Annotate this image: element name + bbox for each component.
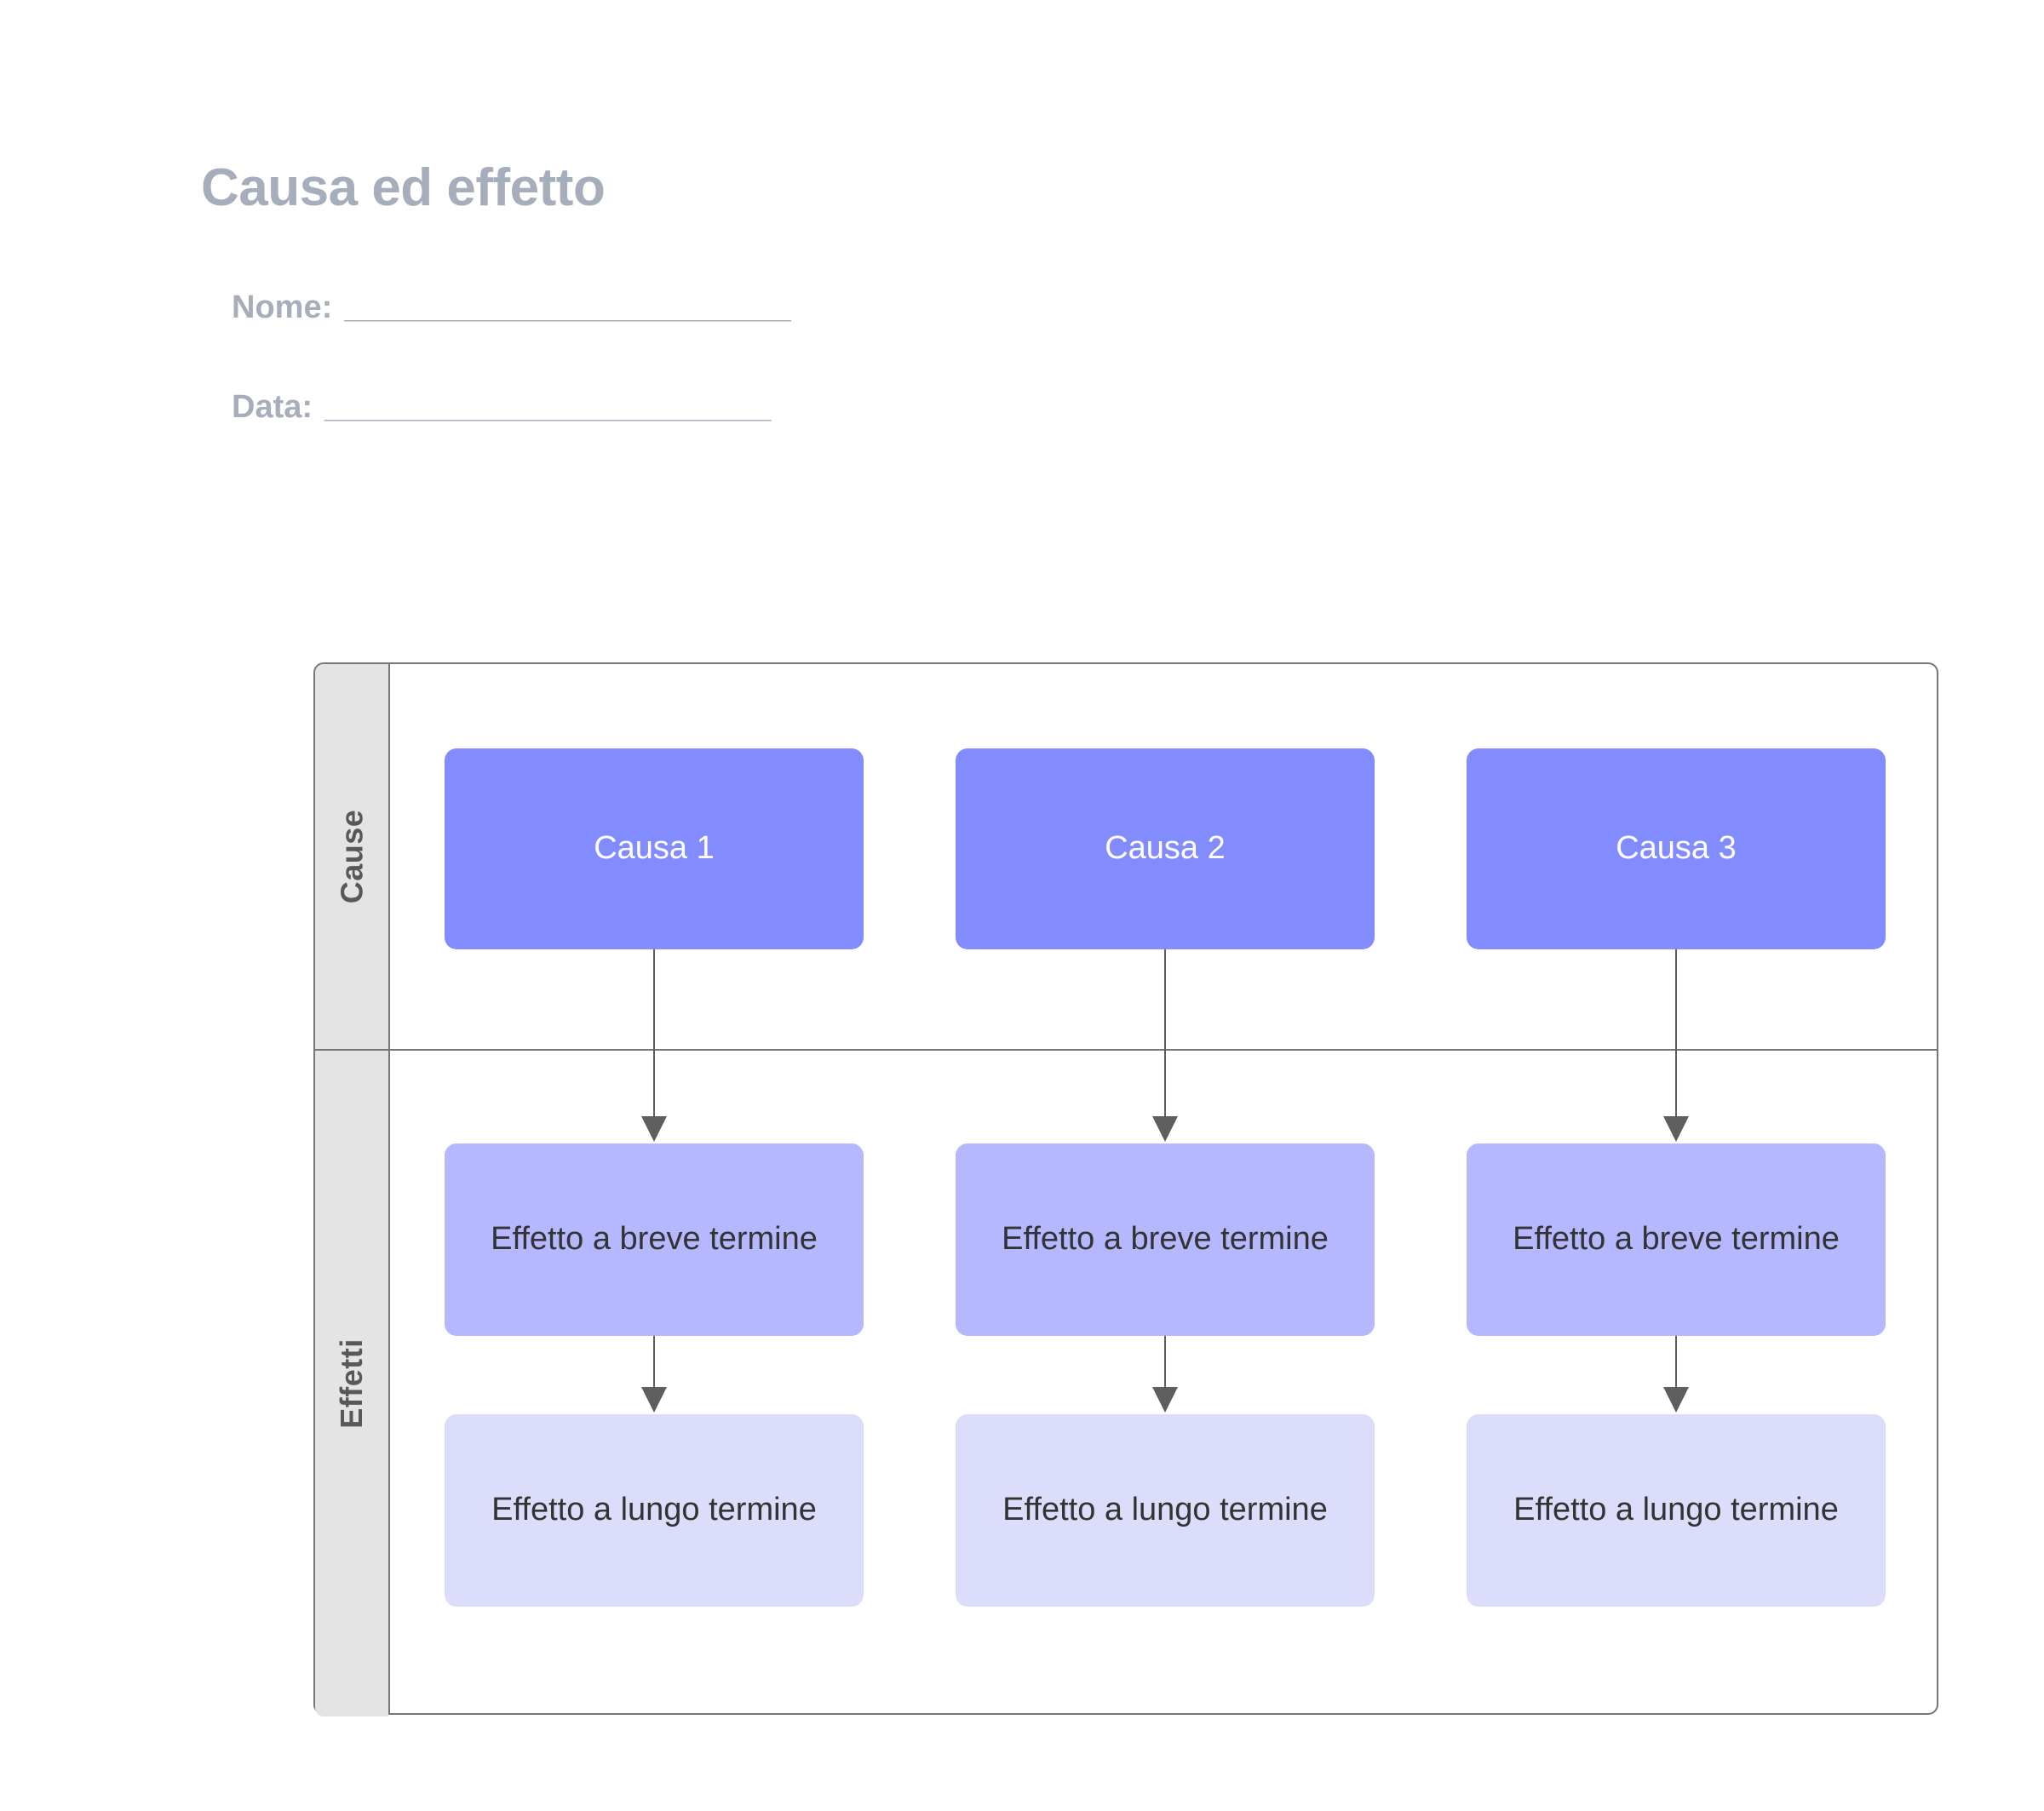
connector-cause-to-short-2 [1164, 949, 1166, 1116]
connector-cause-to-short-1 [653, 949, 655, 1116]
long-term-effect-box-3[interactable]: Effetto a lungo termine [1467, 1414, 1886, 1607]
connector-short-to-long-2 [1164, 1336, 1166, 1387]
node-area: Causa 1 Effetto a breve termine Effetto … [390, 664, 1937, 1713]
name-field-row: Nome: __________________________ [232, 289, 791, 326]
diagram-column-1: Causa 1 Effetto a breve termine Effetto … [445, 664, 864, 1713]
diagram-column-3: Causa 3 Effetto a breve termine Effetto … [1467, 664, 1886, 1713]
row-divider [315, 1049, 1937, 1051]
arrowhead-short-to-long-3 [1663, 1387, 1689, 1413]
name-field-underline[interactable]: __________________________ [344, 289, 790, 325]
short-term-effect-box-3[interactable]: Effetto a breve termine [1467, 1143, 1886, 1336]
connector-short-to-long-1 [653, 1336, 655, 1387]
long-term-effect-box-1[interactable]: Effetto a lungo termine [445, 1414, 864, 1607]
arrowhead-short-to-long-2 [1152, 1387, 1178, 1413]
row-label-causes: Cause [315, 664, 388, 1049]
row-label-effects-text: Effetti [334, 1338, 369, 1429]
diagram-column-2: Causa 2 Effetto a breve termine Effetto … [956, 664, 1375, 1713]
worksheet-title: Causa ed effetto [201, 158, 606, 217]
connector-cause-to-short-3 [1675, 949, 1677, 1116]
name-field-label: Nome: [232, 289, 333, 325]
connector-short-to-long-3 [1675, 1336, 1677, 1387]
row-label-causes-text: Cause [334, 809, 369, 904]
cause-box-3[interactable]: Causa 3 [1467, 748, 1886, 949]
cause-box-2[interactable]: Causa 2 [956, 748, 1375, 949]
cause-box-1[interactable]: Causa 1 [445, 748, 864, 949]
row-label-effects: Effetti [315, 1051, 388, 1716]
arrowhead-cause-to-short-1 [641, 1116, 667, 1142]
date-field-row: Data: __________________________ [232, 389, 772, 426]
date-field-underline[interactable]: __________________________ [324, 389, 771, 425]
short-term-effect-box-1[interactable]: Effetto a breve termine [445, 1143, 864, 1336]
cause-effect-diagram: Cause Effetti Causa 1 Effetto a breve te… [313, 662, 1938, 1716]
arrowhead-short-to-long-1 [641, 1387, 667, 1413]
row-label-column: Cause Effetti [315, 664, 390, 1716]
date-field-label: Data: [232, 389, 313, 425]
long-term-effect-box-2[interactable]: Effetto a lungo termine [956, 1414, 1375, 1607]
arrowhead-cause-to-short-2 [1152, 1116, 1178, 1142]
arrowhead-cause-to-short-3 [1663, 1116, 1689, 1142]
short-term-effect-box-2[interactable]: Effetto a breve termine [956, 1143, 1375, 1336]
